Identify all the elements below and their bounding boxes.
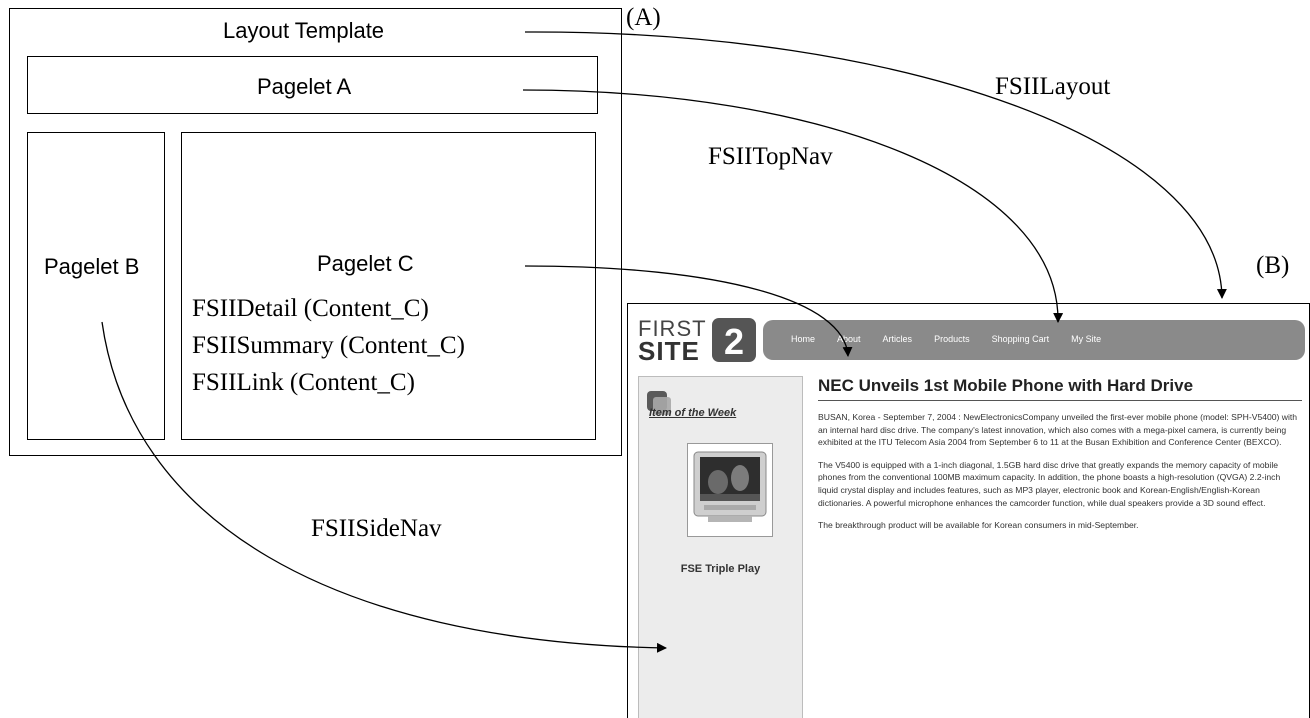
fsii-layout-label: FSIILayout xyxy=(995,73,1111,100)
nav-item-home[interactable]: Home xyxy=(791,334,816,344)
website-screenshot: FIRST SITE 2 Home About Articles Product… xyxy=(627,303,1310,718)
logo-first-text: FIRST xyxy=(638,316,707,341)
content-item: FSIISummary (Content_C) xyxy=(192,332,465,359)
article-paragraph: BUSAN, Korea - September 7, 2004 : NewEl… xyxy=(818,412,1298,448)
arrow-layout xyxy=(524,31,1227,299)
article-title[interactable]: NEC Unveils 1st Mobile Phone with Hard D… xyxy=(818,376,1302,401)
nav-item-shopping-cart[interactable]: Shopping Cart xyxy=(991,334,1050,344)
fsii-sidenav-label: FSIISideNav xyxy=(311,515,442,542)
top-navigation-bar: Home About Articles Products Shopping Ca… xyxy=(763,320,1305,360)
television-icon xyxy=(693,451,767,522)
side-navigation-panel: Item of the Week FSE Triple Play xyxy=(638,376,803,718)
arrow-content xyxy=(524,265,853,357)
content-item: FSIIDetail (Content_C) xyxy=(192,295,429,322)
content-item: FSIILink (Content_C) xyxy=(192,369,415,396)
pagelet-c-box xyxy=(181,132,596,440)
a-marker: (A) xyxy=(626,4,661,31)
item-of-week-link[interactable]: Item of the Week xyxy=(649,407,737,419)
nav-item-articles[interactable]: Articles xyxy=(882,334,913,344)
logo-site-text: SITE xyxy=(638,336,700,366)
arrow-topnav xyxy=(522,89,1064,323)
nav-item-products[interactable]: Products xyxy=(934,334,970,344)
arrow-sidenav xyxy=(101,321,667,653)
product-image[interactable] xyxy=(687,443,773,537)
pagelet-a-label: Pagelet A xyxy=(257,74,352,99)
pagelet-c-label: Pagelet C xyxy=(317,251,414,276)
article-paragraph: The V5400 is equipped with a 1-inch diag… xyxy=(818,459,1281,508)
site-logo[interactable]: FIRST SITE 2 xyxy=(638,316,758,366)
nav-item-my-site[interactable]: My Site xyxy=(1071,334,1102,344)
pagelet-b-label: Pagelet B xyxy=(44,254,140,279)
item-of-week-icon-overlay xyxy=(653,397,671,415)
pagelet-a-box xyxy=(27,56,598,114)
article-content: NEC Unveils 1st Mobile Phone with Hard D… xyxy=(818,376,1302,532)
article-paragraph: The breakthrough product will be availab… xyxy=(818,520,1139,531)
product-caption[interactable]: FSE Triple Play xyxy=(680,563,761,575)
b-marker: (B) xyxy=(1256,252,1290,279)
nav-item-about[interactable]: About xyxy=(837,334,861,344)
pagelet-b-box xyxy=(27,132,165,440)
logo-number: 2 xyxy=(712,318,756,362)
layout-template-box xyxy=(9,8,622,456)
fsii-topnav-label: FSIITopNav xyxy=(708,143,833,170)
layout-template-label: Layout Template xyxy=(223,18,385,43)
